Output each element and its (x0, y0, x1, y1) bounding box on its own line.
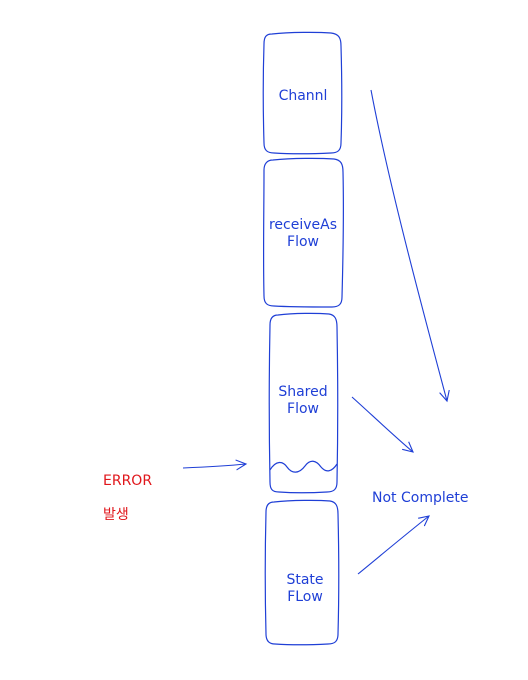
shared-flow-arrow (351, 396, 413, 452)
receive-as-flow-box (262, 157, 345, 308)
channel-label: Channl (278, 88, 328, 104)
state-flow-label: State FLow (286, 572, 324, 605)
shared-flow-label: Shared Flow (278, 384, 328, 417)
error-label-line1: ERROR (103, 473, 153, 489)
error-arrow (182, 464, 246, 468)
error-label-line2: 발생 (103, 507, 129, 523)
shared-flow-box (268, 312, 339, 494)
state-flow-arrow (357, 516, 429, 575)
receive-as-flow-label: receiveAs Flow (268, 217, 338, 250)
state-flow-box (264, 499, 340, 646)
error-label: ERROR 발생 (103, 456, 173, 524)
error-wave-line (269, 460, 338, 473)
channel-box (262, 31, 343, 155)
not-complete-label: Not Complete (372, 490, 469, 506)
channel-arrow (370, 89, 447, 401)
